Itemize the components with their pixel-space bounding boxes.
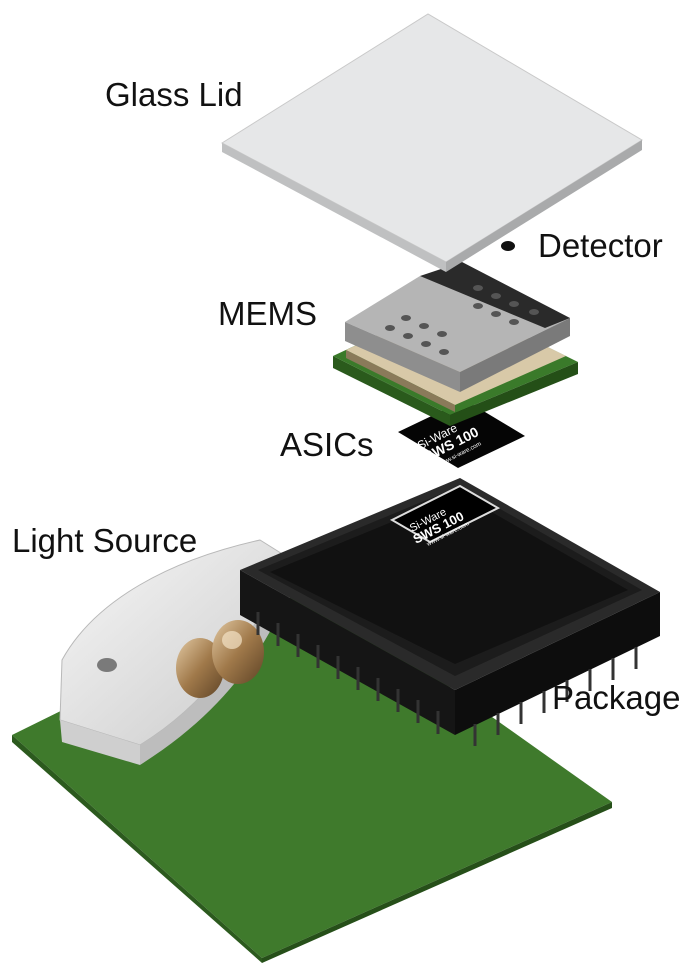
mems-bond-pads [385,285,539,355]
package: Si-Ware SWS 100 www.si-ware.com [240,478,660,746]
asic-chip: Si-Ware SWS 100 www.si-ware.com [398,400,525,468]
mounting-hole [97,658,117,672]
label-glass-lid: Glass Lid [105,76,243,113]
mems-assembly [333,262,578,426]
lens [176,620,264,698]
label-light-source: Light Source [12,522,198,559]
label-asics: ASICs [280,426,374,463]
light-source-housing [59,539,295,765]
package-pins [256,612,638,746]
label-mems: MEMS [218,295,317,332]
label-package: Package [552,679,681,716]
glass-lid [221,13,643,272]
label-detector: Detector [538,227,663,264]
detector-dot [501,241,515,251]
